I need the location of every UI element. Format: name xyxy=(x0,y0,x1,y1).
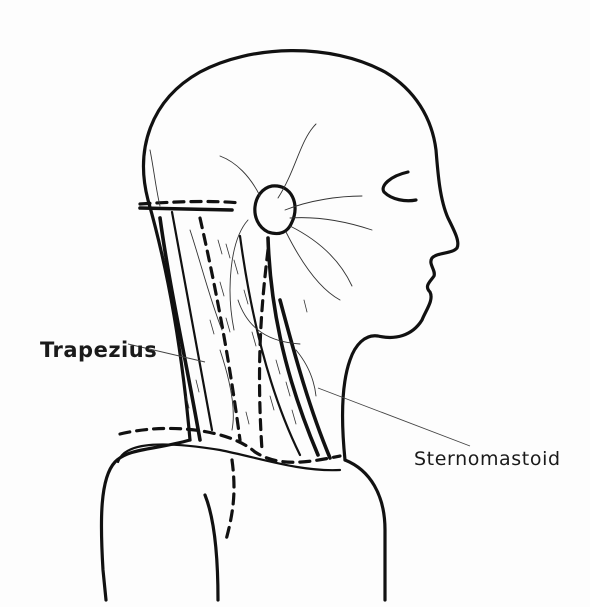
arm-line xyxy=(205,495,218,600)
sternomastoid-clavicular-head xyxy=(280,300,330,458)
nerve-line-6 xyxy=(220,156,260,196)
chest-outline xyxy=(345,460,385,600)
eye xyxy=(383,172,416,201)
shoulder-outline xyxy=(101,440,190,600)
skull-base-line xyxy=(140,201,240,204)
nerve-line-4 xyxy=(286,232,340,300)
sternomastoid-label: Sternomastoid xyxy=(414,448,561,470)
deep-dashed-line-2 xyxy=(260,250,268,450)
arm-dashed xyxy=(226,460,234,540)
ear xyxy=(255,186,295,234)
occipital-line xyxy=(140,208,232,210)
nerve-line-11 xyxy=(150,150,160,206)
trapezius-label: Trapezius xyxy=(40,338,157,362)
nerve-line-2 xyxy=(290,218,372,230)
sternomastoid-leader-line xyxy=(318,388,470,446)
